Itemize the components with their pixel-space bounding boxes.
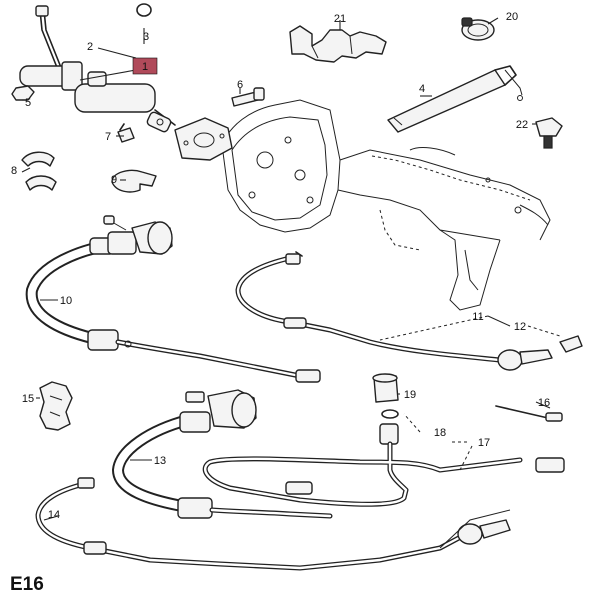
- callout-labels: 1 2 3 4 5 6 7 8 9 10 11 12 13 14 15 16 1…: [11, 11, 550, 521]
- part-17-pipe: [202, 423, 565, 507]
- part-4-bracket: [387, 65, 523, 133]
- callout-12: 12: [514, 321, 526, 333]
- part-6-bolt: [231, 87, 265, 107]
- part-7-clip: [117, 123, 135, 143]
- callout-7: 7: [105, 131, 111, 143]
- callout-16: 16: [538, 397, 550, 409]
- clutch-cylinder-assembly: [19, 3, 176, 133]
- part-21-bracket: [289, 25, 387, 63]
- part-10-hose: [25, 215, 321, 383]
- callout-1: 1: [142, 61, 148, 73]
- callout-11: 11: [472, 311, 483, 323]
- callout-1-highlight: [132, 57, 158, 75]
- callout-20: 20: [506, 11, 518, 23]
- engine-block-outline: [221, 99, 551, 311]
- callout-17: 17: [478, 437, 490, 449]
- part-11-cable: [235, 251, 553, 371]
- part-5-nut: [11, 85, 35, 101]
- callout-3: 3: [143, 31, 149, 43]
- part-12-bolt: [559, 335, 583, 353]
- part-22-sensor: [535, 117, 563, 149]
- callout-19: 19: [404, 389, 416, 401]
- mounting-flange: [174, 117, 233, 161]
- callout-4: 4: [419, 83, 425, 95]
- leader-lines: [21, 17, 561, 521]
- callout-10: 10: [60, 295, 72, 307]
- part-18-o-ring: [381, 409, 399, 419]
- part-13-hose: [111, 389, 333, 519]
- callout-2: 2: [87, 41, 93, 53]
- callout-8: 8: [11, 165, 17, 177]
- callout-6: 6: [237, 79, 243, 91]
- callout-14: 14: [48, 509, 60, 521]
- callout-21: 21: [334, 13, 346, 25]
- callout-15: 15: [22, 393, 34, 405]
- callout-22: 22: [516, 119, 528, 131]
- part-14-cable: [35, 477, 511, 571]
- part-19-cap: [372, 373, 399, 403]
- callout-9: 9: [111, 174, 117, 186]
- part-9-clamp: [111, 169, 157, 193]
- callout-13: 13: [154, 455, 166, 467]
- callout-18: 18: [434, 427, 446, 439]
- part-8-clips: [21, 151, 57, 191]
- part-15-clip: [39, 381, 73, 431]
- part-16-pin: [495, 405, 563, 422]
- callout-5: 5: [25, 97, 31, 109]
- figure-code: E16: [10, 574, 44, 595]
- part-20-hose-clamp: [461, 17, 495, 41]
